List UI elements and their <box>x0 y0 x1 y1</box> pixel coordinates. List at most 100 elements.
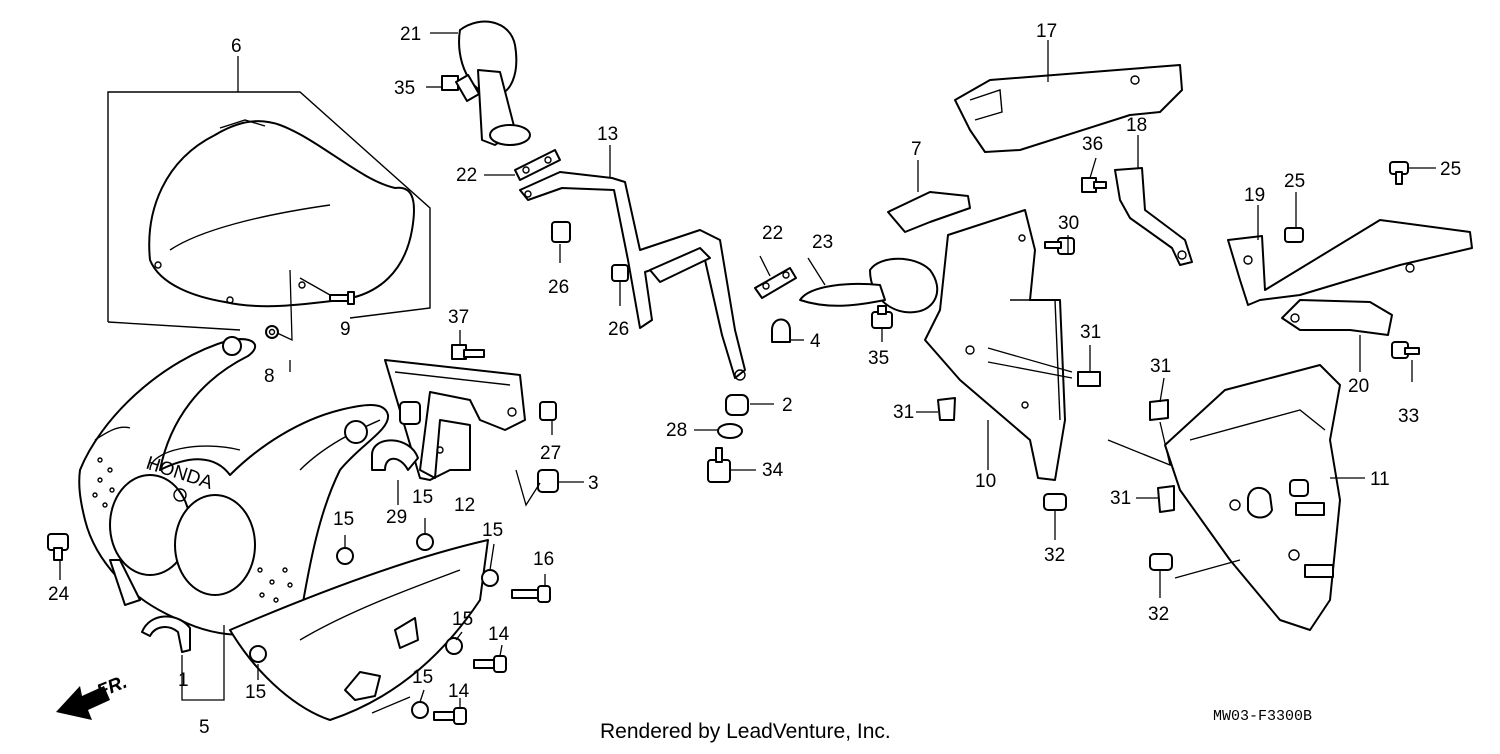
label-31-d: 31 <box>1110 488 1131 509</box>
front-label: FR. <box>94 672 130 703</box>
bracket-19 <box>1227 219 1473 306</box>
clip-31-c <box>1149 399 1169 421</box>
screw-9 <box>329 291 355 305</box>
clip-31-b <box>1077 371 1101 387</box>
nut-3 <box>537 469 559 493</box>
label-28: 28 <box>666 420 687 441</box>
bolt-37 <box>451 344 485 360</box>
bolt-35-upper <box>441 73 481 103</box>
label-1: 1 <box>178 670 189 691</box>
nut-26-a <box>551 221 571 243</box>
label-8: 8 <box>264 366 275 387</box>
clip-32-a <box>1043 493 1067 511</box>
clip-31-d <box>1157 485 1175 513</box>
grommet-15-f <box>411 701 429 719</box>
label-15-b: 15 <box>412 487 433 508</box>
credit-text: Rendered by LeadVenture, Inc. <box>600 720 891 743</box>
label-12: 12 <box>454 495 475 516</box>
label-15-c: 15 <box>482 520 503 541</box>
nut-26-b <box>611 264 629 282</box>
label-37: 37 <box>448 307 469 328</box>
diagram-code: MW03-F3300B <box>1213 708 1312 725</box>
label-2: 2 <box>782 395 793 416</box>
seal-1 <box>141 615 191 653</box>
label-15-d: 15 <box>452 609 473 630</box>
label-33: 33 <box>1398 406 1419 427</box>
bracket-18 <box>1114 167 1193 266</box>
label-20: 20 <box>1348 376 1369 397</box>
label-16: 16 <box>533 549 554 570</box>
label-31-b: 31 <box>1080 322 1101 343</box>
inner-panel-part <box>229 539 489 721</box>
label-26-b: 26 <box>608 319 629 340</box>
gasket-22-upper <box>514 149 561 181</box>
front-arrow-icon <box>56 686 110 720</box>
label-32-b: 32 <box>1148 604 1169 625</box>
label-26-a: 26 <box>548 277 569 298</box>
label-13: 13 <box>597 124 618 145</box>
bolt-34 <box>707 447 731 483</box>
bolt-30 <box>1044 237 1075 255</box>
windscreen-part <box>107 56 431 342</box>
bolt-25-a <box>1284 227 1304 243</box>
washer-28 <box>717 423 743 439</box>
label-6: 6 <box>231 36 242 57</box>
bolt-36 <box>1081 177 1107 193</box>
label-35-a: 35 <box>394 78 415 99</box>
gasket-22-lower <box>754 267 797 299</box>
grommet-15-d <box>445 637 463 655</box>
label-14-b: 14 <box>448 681 470 702</box>
stay-13 <box>519 171 746 381</box>
label-9: 9 <box>340 319 351 340</box>
clip-31-a <box>937 397 956 421</box>
grommet-8 <box>265 325 279 339</box>
rubber-4 <box>771 318 791 343</box>
grommet-15-e <box>249 645 267 663</box>
label-5: 5 <box>199 717 210 738</box>
bolt-16 <box>511 585 551 603</box>
label-21: 21 <box>400 24 421 45</box>
label-27: 27 <box>540 443 561 464</box>
label-31-a: 31 <box>893 402 914 423</box>
label-35-b: 35 <box>868 348 889 369</box>
label-4: 4 <box>810 331 821 352</box>
grommet-15-b <box>416 533 434 551</box>
label-36: 36 <box>1082 134 1103 155</box>
label-25-a: 25 <box>1284 171 1305 192</box>
bracket-17 <box>954 64 1183 153</box>
label-29: 29 <box>386 507 407 528</box>
label-11: 11 <box>1370 469 1390 490</box>
bolt-14-b <box>433 707 467 725</box>
upper-cowl-part: HONDA <box>78 336 390 636</box>
label-32-a: 32 <box>1044 545 1065 566</box>
bracket-20 <box>1281 299 1393 336</box>
label-22-b: 22 <box>762 223 783 244</box>
label-18: 18 <box>1126 115 1147 136</box>
label-14-a: 14 <box>488 624 510 645</box>
label-31-c: 31 <box>1150 356 1171 377</box>
grommet-15-c <box>481 569 499 587</box>
bolt-24 <box>47 533 69 561</box>
label-15-e: 15 <box>245 682 266 703</box>
bracket-7 <box>887 191 971 233</box>
mirror-23 <box>799 257 939 314</box>
label-25-b: 25 <box>1440 159 1461 180</box>
label-17: 17 <box>1036 21 1057 42</box>
label-24: 24 <box>48 584 70 605</box>
label-19: 19 <box>1244 185 1265 206</box>
label-3: 3 <box>588 473 599 494</box>
bolt-25-b <box>1389 161 1409 185</box>
mirror-21 <box>458 20 531 146</box>
label-22-a: 22 <box>456 165 477 186</box>
label-10: 10 <box>975 471 996 492</box>
bolt-14-a <box>473 655 507 673</box>
grommet-15-a <box>336 547 354 565</box>
lower-cowl-11 <box>1164 364 1341 631</box>
clamp-29 <box>371 401 421 471</box>
label-15-a: 15 <box>333 509 354 530</box>
label-30: 30 <box>1058 213 1079 234</box>
cushion-2 <box>725 394 749 416</box>
label-7: 7 <box>911 139 922 160</box>
clip-32-b <box>1149 553 1173 571</box>
